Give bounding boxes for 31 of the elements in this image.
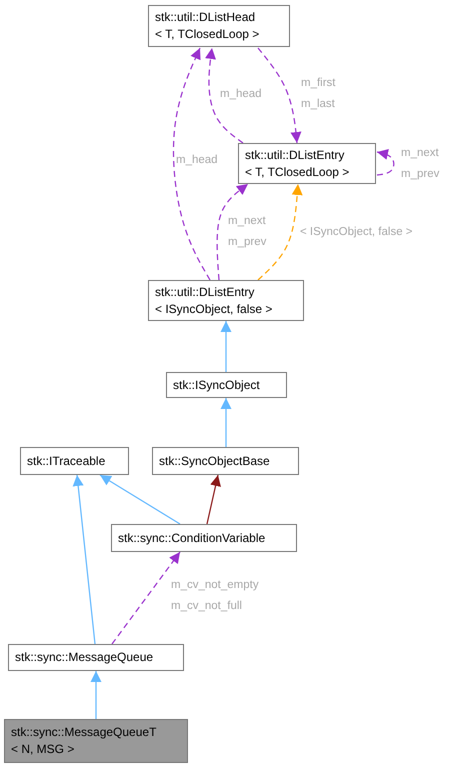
arrow [206,474,221,524]
class-name: stk::sync::ConditionVariable [118,530,266,546]
class-name: stk::sync::MessageQueueT < N, MSG > [11,724,156,758]
class-box [148,5,290,47]
class-name: stk::SyncObjectBase [159,452,270,470]
class-box [4,719,188,763]
arrow [220,321,232,372]
class-box [166,372,287,398]
arrow [100,474,180,525]
class-name: stk::ITraceable [27,452,106,470]
class-name: stk::ISyncObject [173,376,260,394]
class-box [20,447,129,475]
arrow [112,552,180,644]
arrow [376,149,394,176]
class-box [152,447,299,475]
arrow [216,184,248,280]
class-box [238,143,376,184]
class-name: stk::util::DListEntry < ISyncObject, false > [155,284,272,318]
arrow [220,398,232,447]
arrow [258,184,303,280]
class-box [8,644,184,671]
class-name: stk::util::DListEntry < T, TClosedLoop > [245,146,350,180]
class-name: stk::util::DListHead < T, TClosedLoop > [155,9,260,43]
arrow [205,48,244,144]
class-name: stk::sync::MessageQueue [15,649,154,666]
arrow [90,671,102,719]
arrow [258,48,302,144]
arrow [172,48,211,280]
arrow [72,474,96,644]
class-box [111,524,297,552]
class-box [148,280,304,321]
